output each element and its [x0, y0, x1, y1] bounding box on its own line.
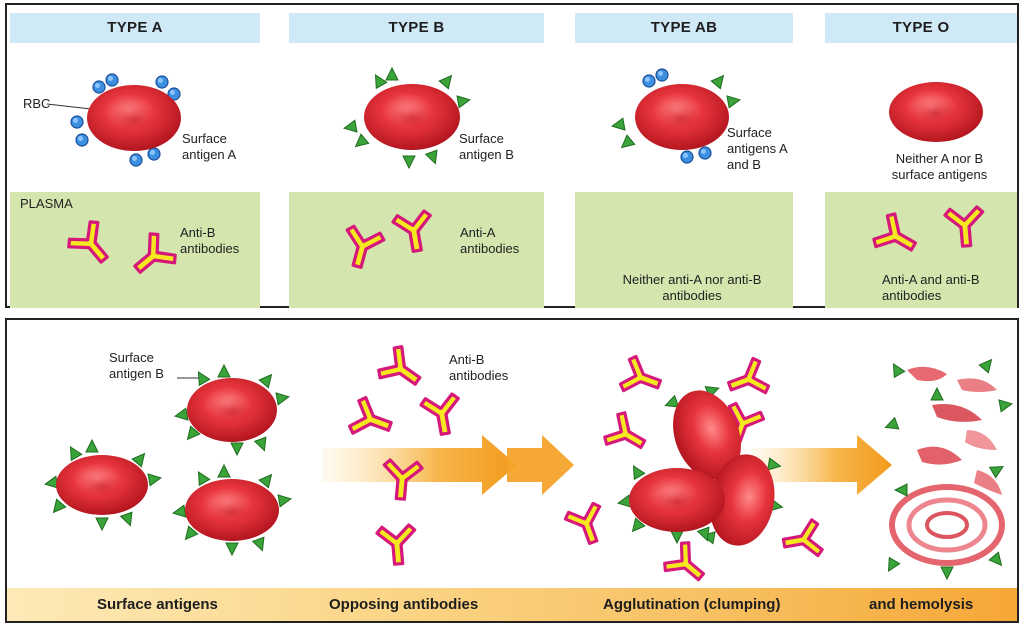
antibodies-type-b [337, 208, 438, 273]
rbc-type-ab [610, 68, 742, 164]
antigen-b-icon [456, 93, 472, 109]
antibody-label-a: Anti-B antibodies [180, 225, 240, 256]
antigen-b-cells [43, 364, 293, 556]
step-hemolysis: and hemolysis [869, 596, 974, 613]
red-blood-cell [43, 439, 163, 531]
antigen-b-icon [610, 117, 626, 133]
antibody-icon [379, 457, 425, 503]
red-blood-cell [616, 462, 725, 544]
agglutination-cluster [562, 353, 825, 593]
antigen-b-icon [710, 71, 729, 90]
rbc-type-o [889, 82, 983, 142]
antibody-icon [869, 209, 925, 265]
blood-type-panel: TYPE A TYPE B TYPE AB TYPE O RBC PLASMA … [5, 3, 1019, 308]
plasma-label: PLASMA [20, 196, 73, 211]
rbc-label: RBC [23, 96, 51, 111]
antigen-b-icon [385, 67, 399, 81]
step-opposing-antibodies: Opposing antibodies [329, 596, 479, 613]
antigen-a-icon [155, 75, 169, 89]
antigen-b-icon [402, 155, 416, 169]
antibody-icon [63, 216, 121, 274]
antigen-b-icon [369, 71, 388, 89]
antibody-label-ab: Neither anti-A nor anti-B antibodies [622, 272, 762, 303]
surface-antigen-b-label: Surface antigen B [109, 350, 164, 381]
antigen-a-icon [655, 68, 669, 82]
antibody-label-o: Anti-A and anti-B antibodies [882, 272, 980, 303]
antigen-label-o: Neither A nor B surface antigens [891, 151, 988, 182]
header-type-ab: TYPE AB [575, 13, 793, 43]
red-blood-cell [662, 382, 751, 480]
antibody-icon [562, 500, 612, 550]
step-agglutination: Agglutination (clumping) [603, 596, 781, 613]
step-surface-antigens: Surface antigens [97, 596, 218, 613]
antibody-icon [722, 355, 772, 405]
antigen-b-icon [351, 133, 370, 152]
antibody-icon [374, 342, 430, 398]
antibody-label-b: Anti-A antibodies [460, 225, 520, 256]
antibody-icon [390, 208, 438, 256]
antibody-icon [418, 391, 466, 439]
antigen-b-icon [617, 134, 636, 153]
antigen-label-ab: Surface antigens A and B [727, 125, 787, 172]
process-step-bar [7, 588, 1017, 621]
antibody-icon [346, 394, 398, 446]
rbc-type-b [342, 67, 472, 169]
header-type-o: TYPE O [825, 13, 1017, 43]
rbc-type-a [70, 73, 181, 167]
antibody-icon [337, 223, 387, 273]
antigen-b-icon [726, 93, 742, 109]
antigen-a-icon [147, 147, 161, 161]
antibody-icon [942, 204, 988, 250]
header-type-a: TYPE A [10, 13, 260, 43]
antigen-pointer-line [177, 377, 199, 379]
antigen-label-b: Surface antigen B [459, 131, 514, 162]
antibody-icon [617, 353, 667, 403]
plasma-area-ab [575, 192, 793, 308]
antigen-a-icon [70, 115, 84, 129]
antigen-label-a: Surface antigen A [182, 131, 237, 162]
red-blood-cell [171, 464, 293, 556]
antibody-icon [374, 522, 420, 568]
arrow-2-icon [752, 435, 892, 495]
antigen-b-icon [425, 149, 442, 167]
hemolysis-debris [882, 355, 1014, 580]
antigen-a-icon [105, 73, 119, 87]
antigen-a-icon [698, 146, 712, 160]
header-type-b: TYPE B [289, 13, 544, 43]
antigen-b-icon [438, 71, 457, 90]
antibody-icon [123, 228, 181, 286]
antibody-icon [779, 517, 825, 563]
antigen-a-icon [92, 80, 106, 94]
antigen-a-icon [75, 133, 89, 147]
agglutination-panel: Surface antigen B Anti-B antibodies [5, 318, 1019, 623]
antigen-a-icon [680, 150, 694, 164]
antibody-icon [600, 408, 654, 462]
red-blood-cell [173, 364, 291, 456]
antigen-a-icon [642, 74, 656, 88]
antibodies-type-o [869, 204, 988, 265]
rbc-pointer-line [46, 103, 92, 110]
antigen-b-icon [342, 119, 358, 135]
antigen-a-icon [129, 153, 143, 167]
anti-b-antibodies-label: Anti-B antibodies [449, 352, 509, 383]
antibody-icon [659, 537, 715, 593]
antibodies-type-a [63, 216, 181, 286]
plasma-area-a [10, 192, 260, 308]
red-blood-cell [700, 454, 784, 546]
plasma-area-o [825, 192, 1017, 308]
